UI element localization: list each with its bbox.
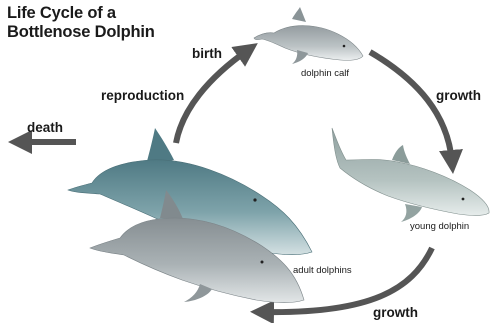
label-growth-top: growth: [436, 88, 481, 103]
caption-adult-dolphins: adult dolphins: [293, 265, 352, 276]
diagram-title: Life Cycle of a Bottlenose Dolphin: [7, 4, 155, 42]
label-reproduction: reproduction: [101, 88, 184, 103]
caption-dolphin-calf: dolphin calf: [301, 68, 349, 79]
young-dolphin-icon: [332, 128, 489, 222]
label-birth: birth: [192, 46, 222, 61]
title-line-2: Bottlenose Dolphin: [7, 23, 155, 42]
caption-young-dolphin: young dolphin: [410, 221, 469, 232]
title-line-1: Life Cycle of a: [7, 4, 155, 23]
label-death: death: [27, 120, 63, 135]
dolphin-calf-icon: [254, 7, 363, 64]
label-growth-bottom: growth: [373, 305, 418, 320]
arrow-birth: [176, 50, 248, 143]
arrow-growth-top: [370, 52, 452, 162]
